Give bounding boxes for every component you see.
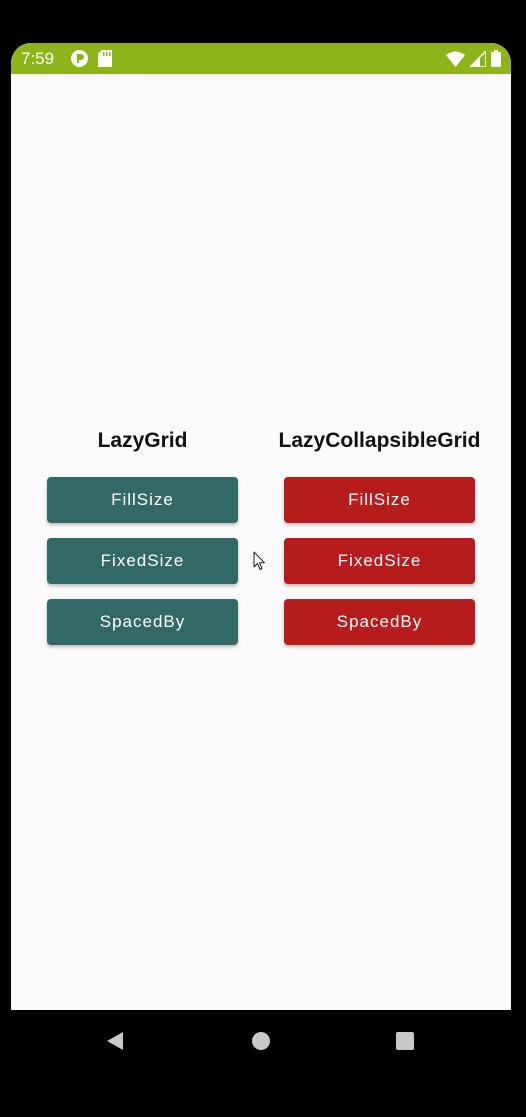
main-content: LazyGrid FillSize FixedSize SpacedBy Laz… <box>11 74 511 1010</box>
lazy-grid-spacedby-button[interactable]: SpacedBy <box>47 599 238 645</box>
wifi-icon <box>446 51 465 67</box>
lazy-grid-title: LazyGrid <box>97 429 188 452</box>
lazy-grid-fixedsize-button[interactable]: FixedSize <box>47 538 238 584</box>
recents-icon[interactable] <box>395 1030 415 1057</box>
status-bar: 7:59 <box>11 43 511 74</box>
lazy-collapsible-grid-title: LazyCollapsibleGrid <box>278 429 481 452</box>
sd-card-icon <box>98 50 112 67</box>
mouse-pointer-icon <box>253 551 266 576</box>
navigation-bar <box>0 1010 526 1117</box>
status-right-icons <box>446 50 501 67</box>
lazy-collapsible-grid-fixedsize-button[interactable]: FixedSize <box>284 538 475 584</box>
status-left-icons <box>71 50 112 67</box>
status-time: 7:59 <box>21 49 55 68</box>
battery-icon <box>491 50 501 67</box>
cell-signal-icon <box>470 50 486 67</box>
lazy-collapsible-grid-spacedby-button[interactable]: SpacedBy <box>284 599 475 645</box>
home-icon[interactable] <box>251 1030 271 1057</box>
back-icon[interactable] <box>104 1030 126 1057</box>
lazy-collapsible-grid-fillsize-button[interactable]: FillSize <box>284 477 475 523</box>
notification-circle-icon <box>71 50 88 67</box>
lazy-grid-column: LazyGrid FillSize FixedSize SpacedBy <box>47 424 238 645</box>
app-screen: 7:59 <box>11 43 511 1010</box>
lazy-collapsible-grid-column: LazyCollapsibleGrid FillSize FixedSize S… <box>279 424 480 645</box>
lazy-grid-fillsize-button[interactable]: FillSize <box>47 477 238 523</box>
